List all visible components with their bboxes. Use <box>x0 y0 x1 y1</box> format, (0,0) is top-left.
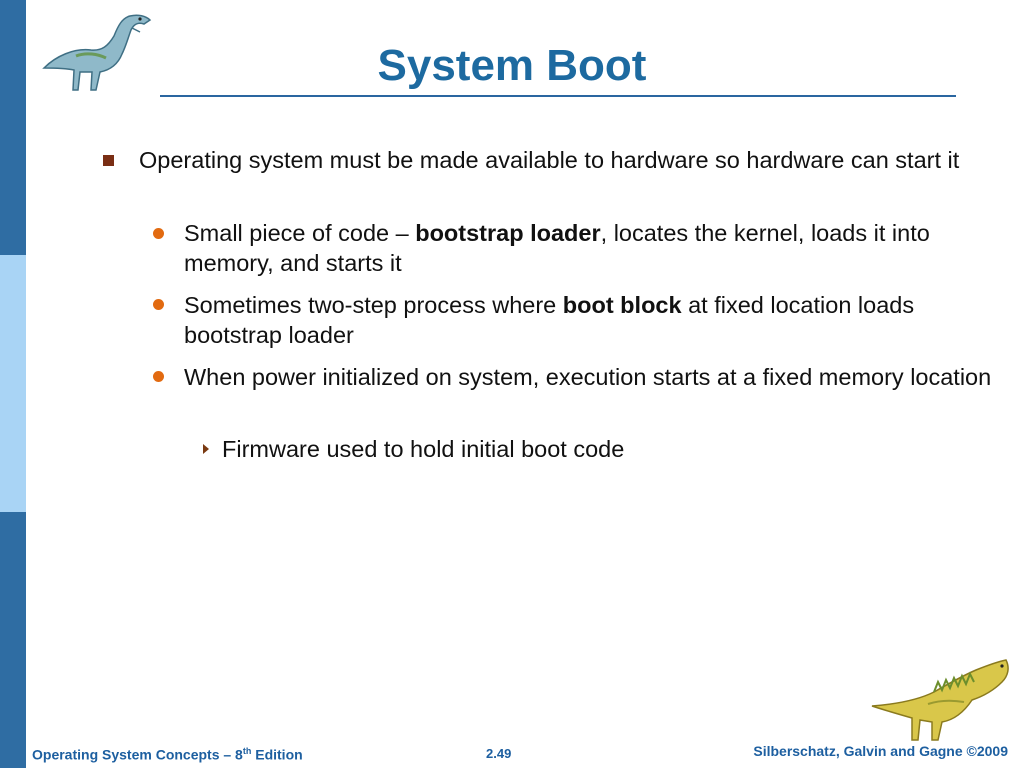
square-bullet-icon <box>103 155 114 166</box>
footer-book-title-text: Operating System Concepts – 8 <box>32 746 243 763</box>
bullet-text: Small piece of code – bootstrap loader, … <box>184 220 930 276</box>
bullet-text-part: Small piece of code – <box>184 220 416 246</box>
slide-title: System Boot <box>377 41 647 90</box>
left-accent-bar <box>0 0 26 768</box>
bullet-text-part: , locates the kernel, loads it into memo… <box>184 220 930 276</box>
bullet-item: Small piece of code – bootstrap loader, … <box>184 218 1014 278</box>
footer-book-title-sup: th <box>242 746 252 756</box>
bullet-text-part: Sometimes two-step process where <box>184 292 563 318</box>
round-bullet-icon <box>153 299 164 310</box>
bullet-item: Operating system must be made available … <box>139 145 979 175</box>
bullet-text: Operating system must be made available … <box>139 147 960 173</box>
bullet-text: Firmware used to hold initial boot code <box>222 436 625 462</box>
footer-book-title: Operating System Concepts – 8th Edition <box>32 746 303 763</box>
bullet-item: Sometimes two-step process where boot bl… <box>184 290 1014 350</box>
footer-book-title-suffix: Edition <box>251 746 303 763</box>
bullet-term: bootstrap loader <box>415 220 601 246</box>
dinosaur-icon <box>871 659 1009 741</box>
round-bullet-icon <box>153 371 164 382</box>
footer-page-number: 2.49 <box>486 746 512 761</box>
bullet-text: When power initialized on system, execut… <box>184 364 992 390</box>
bullet-term: boot block <box>562 292 682 318</box>
footer-copyright: Silberschatz, Galvin and Gagne ©2009 <box>753 743 1008 759</box>
arrow-bullet-icon <box>203 444 209 454</box>
bullet-item: Firmware used to hold initial boot code <box>222 434 982 464</box>
bullet-item: When power initialized on system, execut… <box>184 362 1004 392</box>
round-bullet-icon <box>153 228 164 239</box>
bullet-text: Sometimes two-step process where boot bl… <box>184 292 914 348</box>
title-underline <box>160 95 956 97</box>
dinosaur-icon <box>42 14 152 91</box>
bullet-text-part: at fixed location loads bootstrap loader <box>184 292 915 348</box>
